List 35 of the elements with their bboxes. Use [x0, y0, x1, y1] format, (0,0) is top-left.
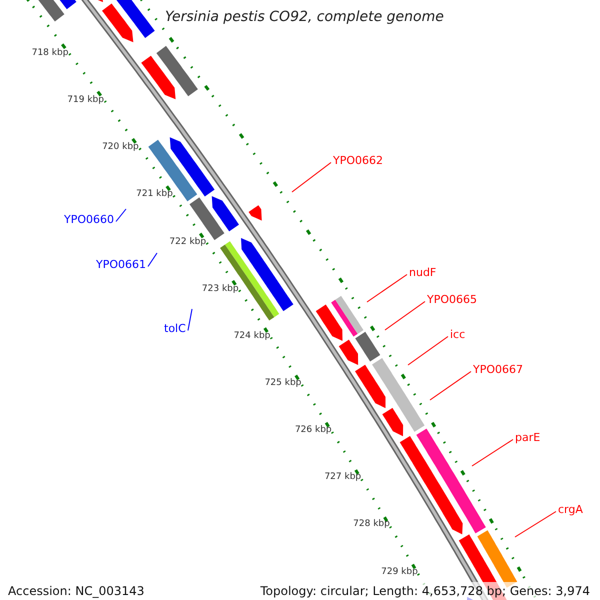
leader-line — [408, 336, 448, 366]
tick-label: 719 kbp — [67, 96, 104, 106]
gene-label: YPO0662 — [333, 155, 384, 166]
gene-label: parE — [515, 432, 540, 443]
gene-label: icc — [450, 329, 466, 340]
tick-label: 718 kbp — [32, 48, 68, 58]
tick-label: 720 kbp — [102, 143, 139, 152]
gene-label: nudF — [409, 267, 436, 278]
tick-label: 726 kbp — [294, 426, 332, 436]
footer-text: Topology: circular; Length: 4,653,728 bp; Genes: 3,974 — [260, 585, 590, 597]
leader-line — [188, 308, 192, 331]
gene-label: YPO0665 — [427, 294, 478, 305]
gene-label: tolC — [164, 323, 186, 334]
leader-line — [366, 274, 408, 302]
gene-label: crgA — [558, 504, 583, 515]
tick-label: 729 kbp — [381, 568, 418, 577]
tick-label: 725 kbp — [264, 379, 302, 388]
tick-label: 723 kbp — [202, 284, 239, 294]
gene-label: YPO0661 — [96, 259, 146, 270]
title: Yersinia pestis CO92, complete genome — [165, 10, 444, 24]
leader-line — [116, 208, 126, 222]
tick-label: 728 kbp — [353, 520, 390, 530]
leader-line — [384, 301, 426, 330]
leader-line — [430, 371, 472, 400]
leader-line — [514, 511, 556, 538]
leader-line — [292, 162, 332, 192]
leader-line — [148, 252, 158, 267]
leader-line — [472, 439, 514, 466]
tick-label: 724 kbp — [234, 332, 270, 341]
tick-label: 722 kbp — [169, 238, 206, 247]
tick-label: 721 kbp — [136, 190, 173, 200]
gene-label: YPO0660 — [64, 214, 114, 225]
tick-label: 727 kbp — [324, 473, 362, 482]
footer-text: Accession: NC_003143 — [8, 585, 144, 597]
gene-label: YPO0667 — [473, 364, 524, 375]
